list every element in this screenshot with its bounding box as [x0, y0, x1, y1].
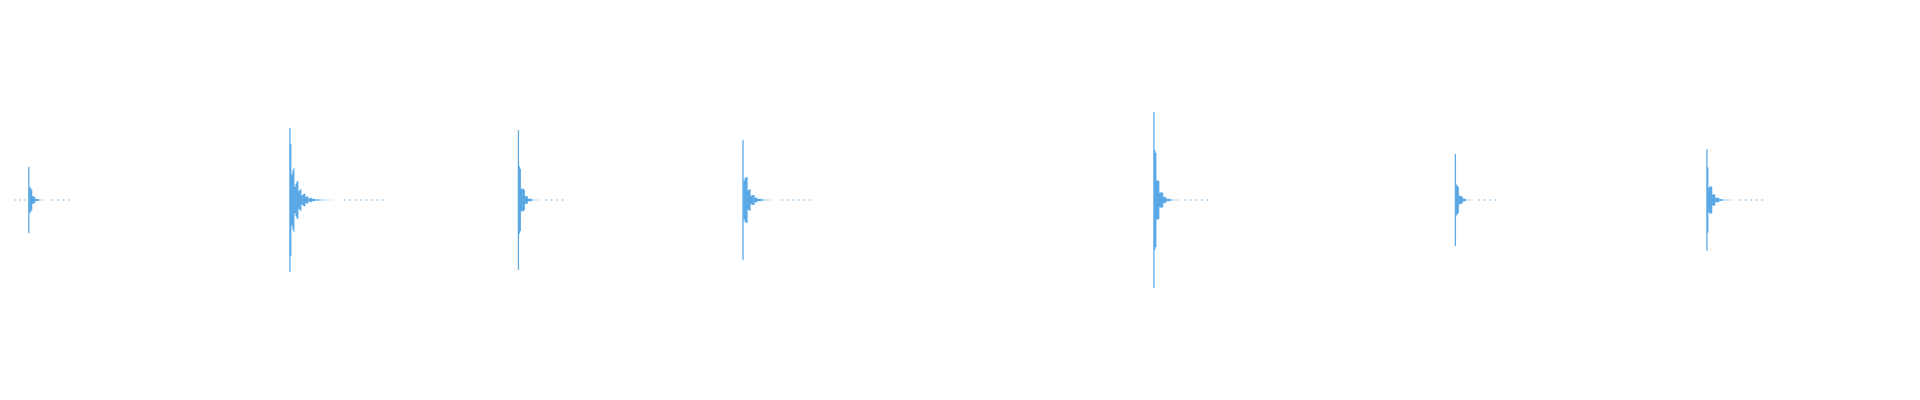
- transient-decay: [1707, 167, 1734, 233]
- waveform-transient: [742, 140, 813, 260]
- waveform-transient: [1153, 111, 1210, 289]
- transient-decay: [518, 166, 541, 234]
- waveform-transient: [14, 166, 71, 234]
- transient-decay: [1154, 149, 1181, 251]
- transient-decay: [29, 186, 47, 214]
- waveform-transient: [289, 128, 387, 272]
- transient-decay: [290, 143, 334, 257]
- waveform-transient: [1454, 154, 1497, 246]
- waveform-transient: [1706, 149, 1766, 251]
- waveform-transient: [517, 130, 567, 270]
- transients-layer: [14, 111, 1766, 289]
- transient-decay: [1455, 184, 1473, 216]
- transient-decay: [743, 177, 772, 223]
